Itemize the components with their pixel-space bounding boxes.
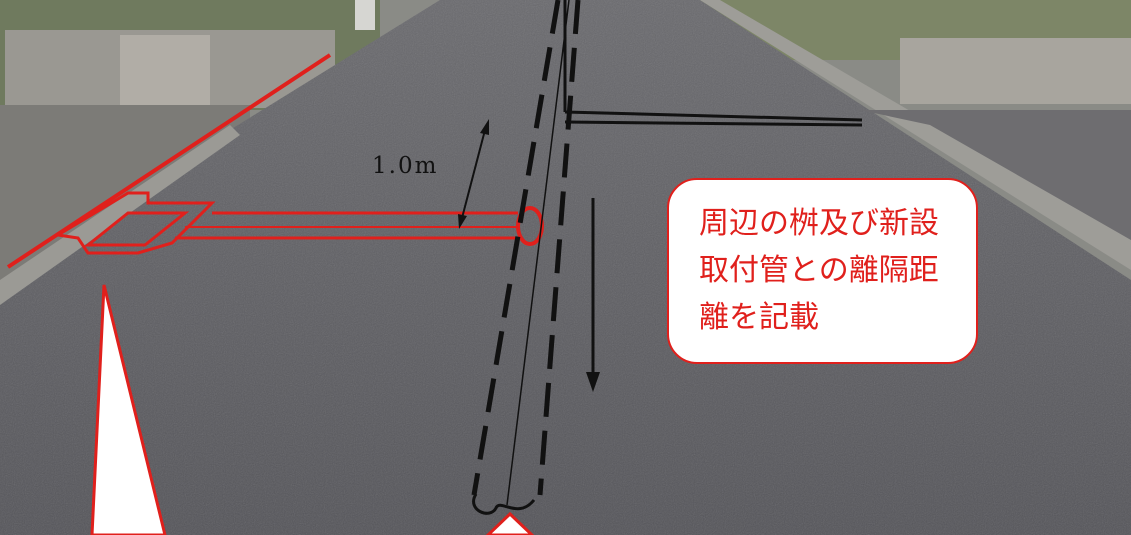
callout-text: 周辺の桝及び新設 取付管との離隔距 離を記載 (699, 206, 939, 335)
distance-dimension-arrow (458, 119, 489, 229)
side-branch-pipe (563, 0, 863, 127)
main-sewer-pipe (471, 0, 581, 515)
distance-note-callout: 周辺の桝及び新設 取付管との離隔距 離を記載 (667, 178, 978, 364)
chamber-callout-pointer (90, 284, 167, 535)
service-pipe (175, 206, 544, 246)
pipe-callout-pointer (485, 511, 535, 535)
distance-label: 1.0m (372, 153, 439, 179)
inspection-chamber (53, 191, 216, 255)
flow-direction-arrow (586, 198, 600, 392)
